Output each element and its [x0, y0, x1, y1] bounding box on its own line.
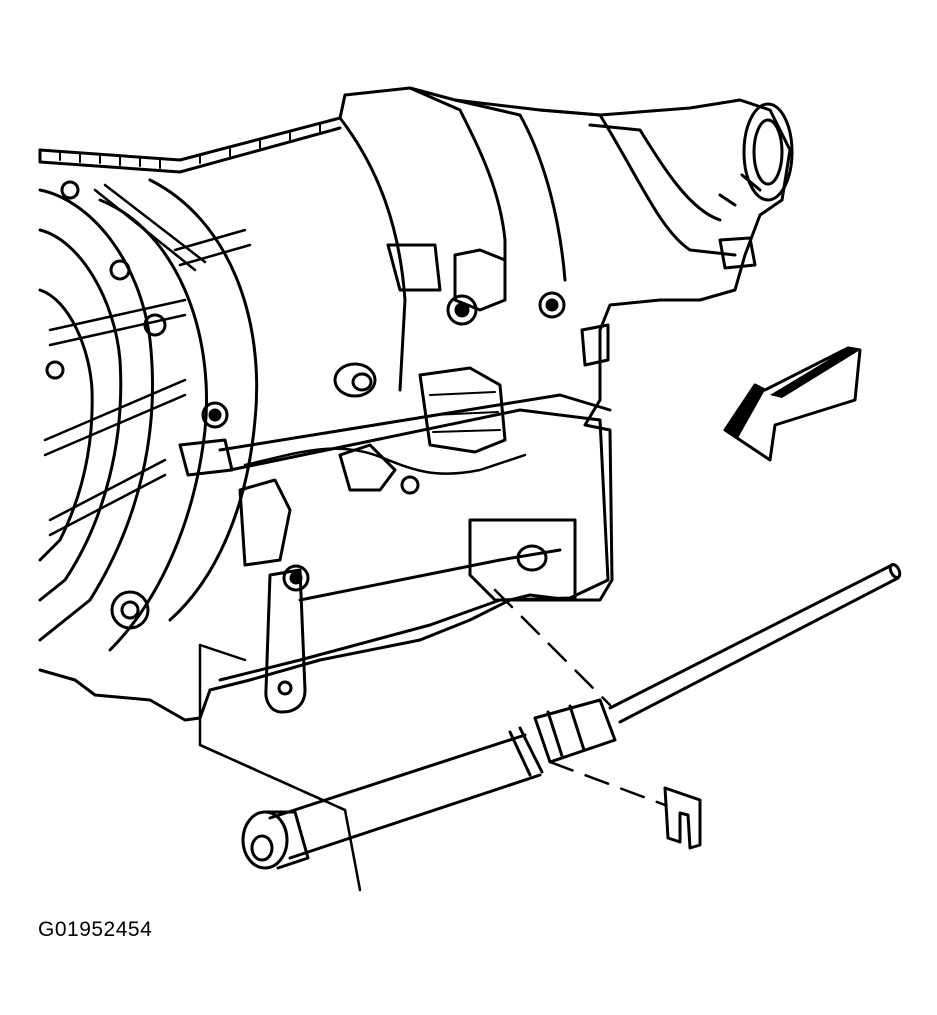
side-boss-hole-center [545, 298, 559, 312]
cable-end-collar [263, 810, 310, 870]
extension-housing-top [538, 108, 737, 257]
center-case-band [338, 116, 407, 392]
front-left-bracket [178, 438, 234, 477]
bell-housing-ring-2 [38, 228, 123, 602]
callout-box-lever [198, 643, 347, 812]
cable-mount-plate [468, 518, 577, 602]
case-top-rail-ribs [59, 124, 321, 169]
electrical-connector [338, 443, 397, 492]
lever-nut [282, 564, 310, 592]
cable-core-end [888, 563, 902, 579]
lever-arm [264, 568, 307, 714]
range-selector-lever [238, 478, 310, 714]
output-flange-bolts [718, 173, 762, 207]
side-boss-hole [538, 291, 566, 319]
output-flange [742, 102, 794, 202]
cable-end-eyelet-inner [250, 834, 274, 862]
lever-nut-center [289, 571, 303, 585]
cable-fitting-band [546, 704, 586, 758]
fill-port [333, 362, 377, 398]
callout-dash-mount [493, 588, 612, 707]
rear-mount-lug [453, 248, 507, 312]
bell-housing-ring-5 [148, 178, 259, 622]
oil-pan-flange [218, 393, 612, 452]
cable-core-upper [608, 563, 894, 710]
front-direction-arrow [723, 346, 862, 462]
rear-mount-hole-center [454, 302, 470, 318]
shift-cable [241, 563, 902, 870]
cable-conduit-top [268, 733, 527, 820]
bell-housing-ring-3 [38, 288, 94, 562]
callout-leader-lines [198, 588, 667, 892]
wiring-harness [243, 447, 527, 475]
fill-port-inner [351, 372, 373, 392]
rear-mount-hole [446, 294, 478, 326]
oil-pan-lower-edge [298, 548, 562, 602]
cable-core-lower [618, 576, 900, 724]
extension-housing-inner [588, 123, 722, 222]
retaining-clip [663, 786, 702, 850]
bell-housing-ring-1 [38, 188, 154, 642]
bell-housing-ring-4 [98, 198, 208, 652]
cable-mount-hole [516, 544, 548, 572]
rear-case-band-2 [453, 98, 567, 282]
arrow-shading [725, 348, 860, 438]
oil-pan [218, 408, 610, 682]
cable-conduit-collar [508, 726, 544, 777]
figure-id-label: G01952454 [38, 918, 153, 941]
lever-stud [277, 680, 293, 696]
side-boss [386, 243, 442, 292]
rear-mount-bracket [580, 323, 610, 367]
output-flange-inner [752, 118, 784, 186]
mount-pad-ribs [429, 391, 501, 433]
callout-box-lever-top [198, 643, 247, 662]
selector-shaft-housing [238, 478, 292, 567]
case-top-rail [38, 126, 342, 174]
rear-case-band [408, 86, 507, 302]
cable-conduit-bottom [288, 773, 542, 860]
mount-pad-top [418, 366, 507, 454]
callout-dash-clip [548, 760, 667, 807]
cable-fitting [533, 698, 617, 764]
bell-housing-struts [43, 183, 252, 537]
transmission-assembly [38, 86, 794, 722]
callout-box-cable [343, 808, 362, 892]
callout-dash-lever-to-cable [198, 743, 347, 812]
small-side-plate [718, 236, 757, 270]
connector-bolt [400, 475, 420, 495]
